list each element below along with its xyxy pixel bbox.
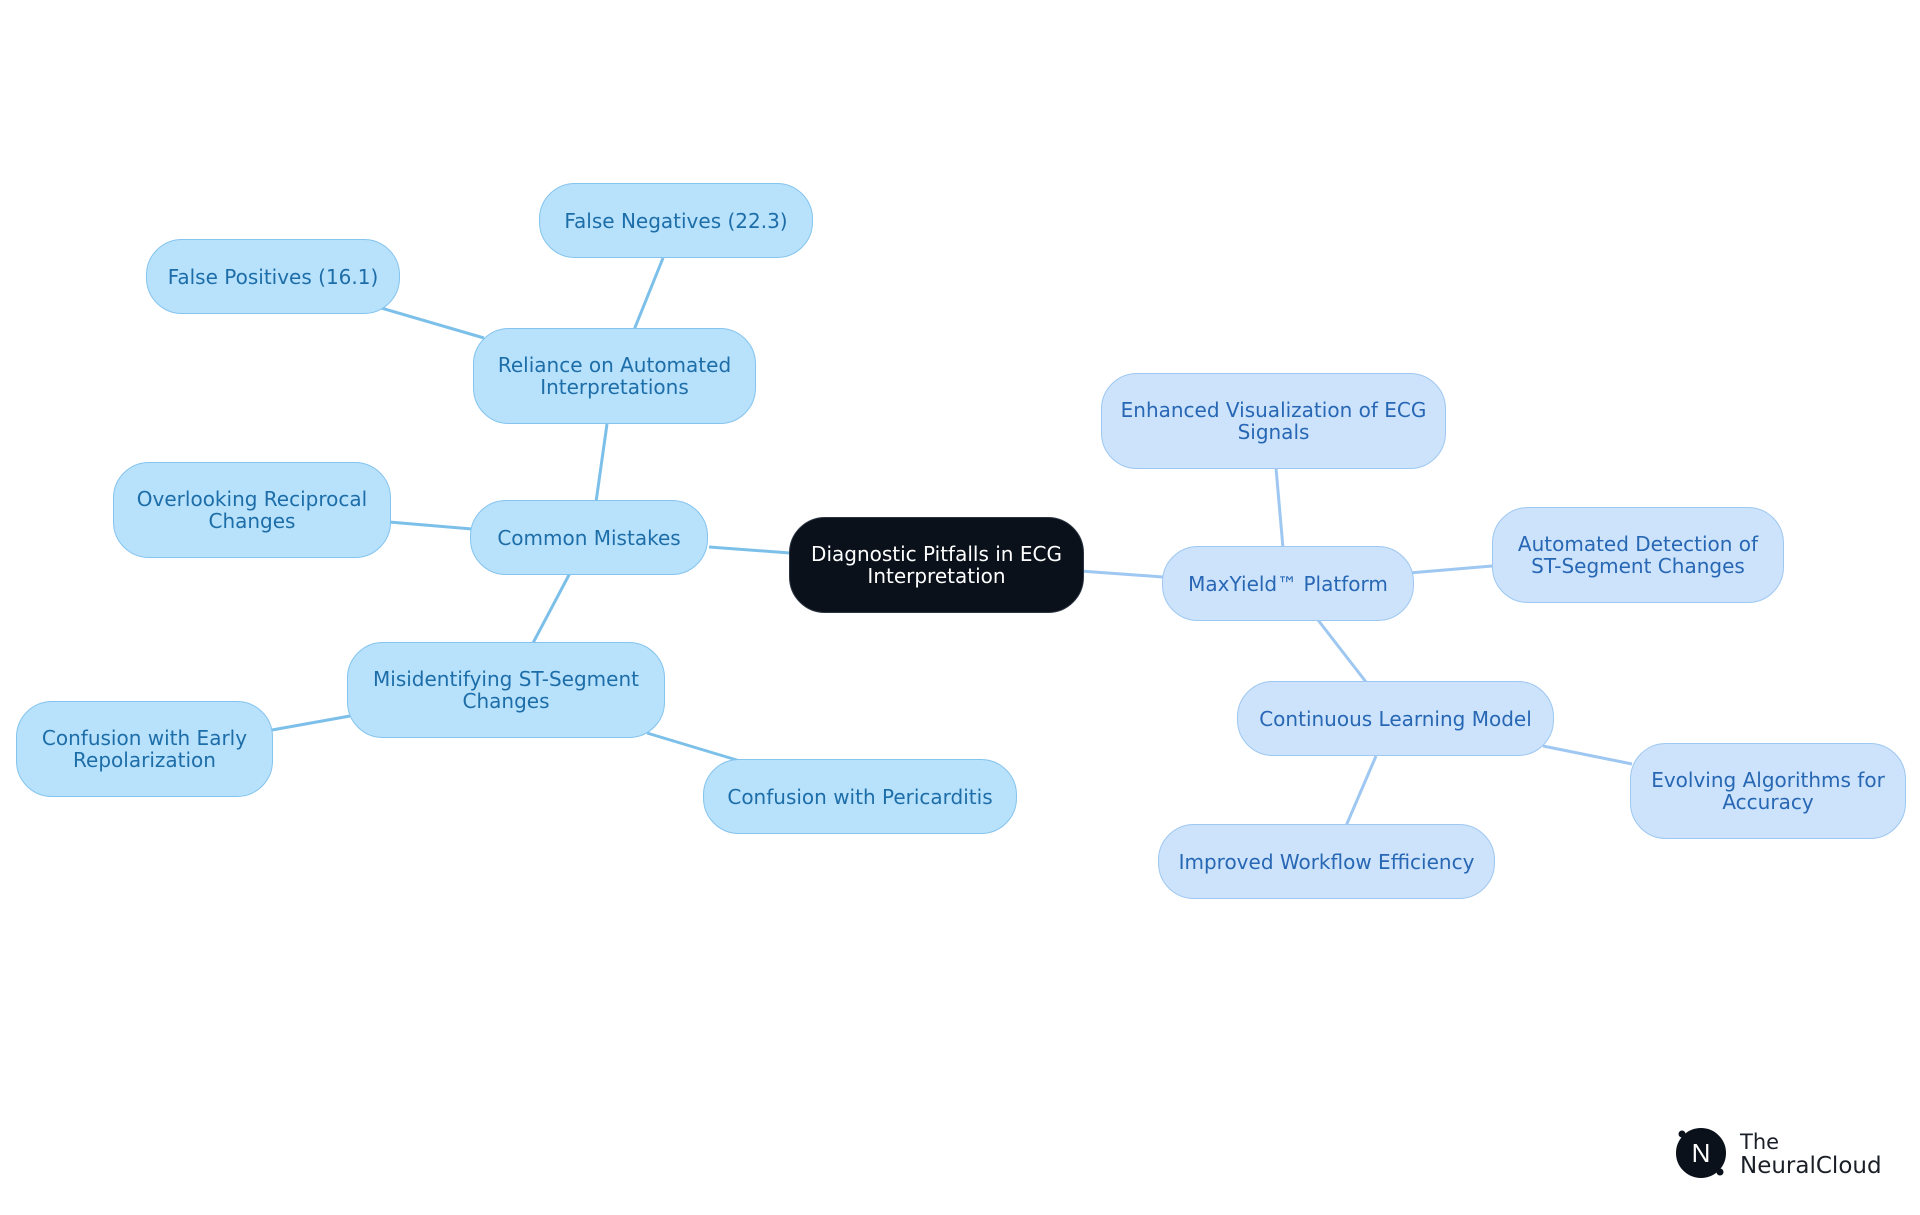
edge-maxyield-automated-detection xyxy=(1408,564,1493,575)
node-maxyield-platform[interactable]: MaxYield™ Platform xyxy=(1162,546,1414,621)
node-pericarditis[interactable]: Confusion with Pericarditis xyxy=(703,759,1017,834)
node-common-mistakes[interactable]: Common Mistakes xyxy=(470,500,708,575)
root-node[interactable]: Diagnostic Pitfalls in ECG Interpretatio… xyxy=(789,517,1084,613)
node-misidentifying-st[interactable]: Misidentifying ST-Segment Changes xyxy=(347,642,665,738)
logo-line-neuralcloud: NeuralCloud xyxy=(1740,1153,1882,1179)
node-continuous-learning[interactable]: Continuous Learning Model xyxy=(1237,681,1554,756)
edge-continuous-learning-workflow xyxy=(1344,755,1378,827)
node-evolving-algorithms[interactable]: Evolving Algorithms for Accuracy xyxy=(1630,743,1906,839)
logo-mark-letter: N xyxy=(1692,1138,1711,1168)
node-reliance-automated[interactable]: Reliance on Automated Interpretations xyxy=(473,328,756,424)
edge-misidentifying-early-repol xyxy=(271,714,351,732)
edge-root-maxyield xyxy=(1079,569,1164,579)
neuralcloud-logo-mark-icon: N xyxy=(1676,1128,1726,1178)
edge-continuous-learning-evolving xyxy=(1542,744,1633,766)
edge-maxyield-continuous-learning xyxy=(1316,619,1368,683)
node-false-positives[interactable]: False Positives (16.1) xyxy=(146,239,400,314)
edge-common-mistakes-reliance xyxy=(594,423,609,503)
edge-common-mistakes-overlooking xyxy=(388,520,473,531)
node-workflow-efficiency[interactable]: Improved Workflow Efficiency xyxy=(1158,824,1495,899)
logo-line-the: The xyxy=(1740,1130,1780,1154)
node-automated-detection[interactable]: Automated Detection of ST-Segment Change… xyxy=(1492,507,1784,603)
node-enhanced-visualization[interactable]: Enhanced Visualization of ECG Signals xyxy=(1101,373,1446,469)
neuralcloud-logo: N The NeuralCloud xyxy=(1674,1124,1894,1184)
edge-reliance-false-positives xyxy=(380,306,485,340)
edge-reliance-false-negatives xyxy=(632,257,665,331)
node-false-negatives[interactable]: False Negatives (22.3) xyxy=(539,183,813,258)
edge-misidentifying-pericarditis xyxy=(646,731,741,763)
logo-wordmark: The NeuralCloud xyxy=(1740,1130,1882,1178)
edge-root-common-mistakes xyxy=(708,545,791,555)
edge-common-mistakes-misidentifying xyxy=(531,572,572,644)
edge-maxyield-enhanced-vis xyxy=(1274,467,1285,549)
node-early-repolarization[interactable]: Confusion with Early Repolarization xyxy=(16,701,273,797)
node-overlooking-reciprocal[interactable]: Overlooking Reciprocal Changes xyxy=(113,462,391,558)
